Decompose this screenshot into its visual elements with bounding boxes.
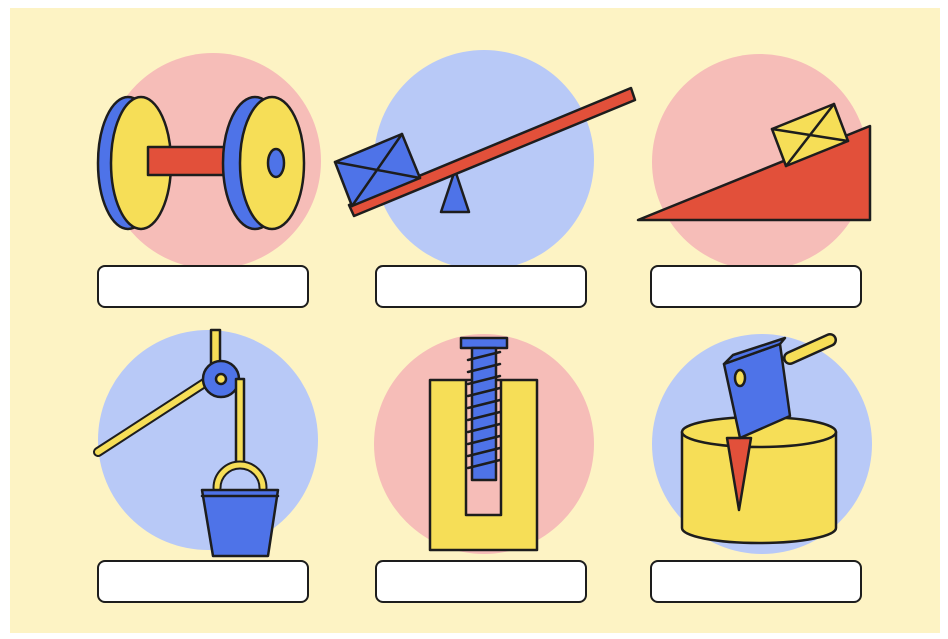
screw-icon bbox=[374, 334, 594, 554]
lever-icon bbox=[335, 50, 635, 270]
answer-box-wheel-and-axle[interactable] bbox=[97, 265, 309, 308]
answer-box-inclined-plane[interactable] bbox=[650, 265, 862, 308]
inclined-plane-icon bbox=[638, 54, 870, 270]
pulley-icon bbox=[98, 330, 318, 556]
wheel-and-axle-icon bbox=[98, 53, 321, 269]
answer-box-lever[interactable] bbox=[375, 265, 587, 308]
answer-box-wedge[interactable] bbox=[650, 560, 862, 603]
wedge-icon bbox=[652, 334, 872, 554]
answer-box-screw[interactable] bbox=[375, 560, 587, 603]
answer-box-pulley[interactable] bbox=[97, 560, 309, 603]
